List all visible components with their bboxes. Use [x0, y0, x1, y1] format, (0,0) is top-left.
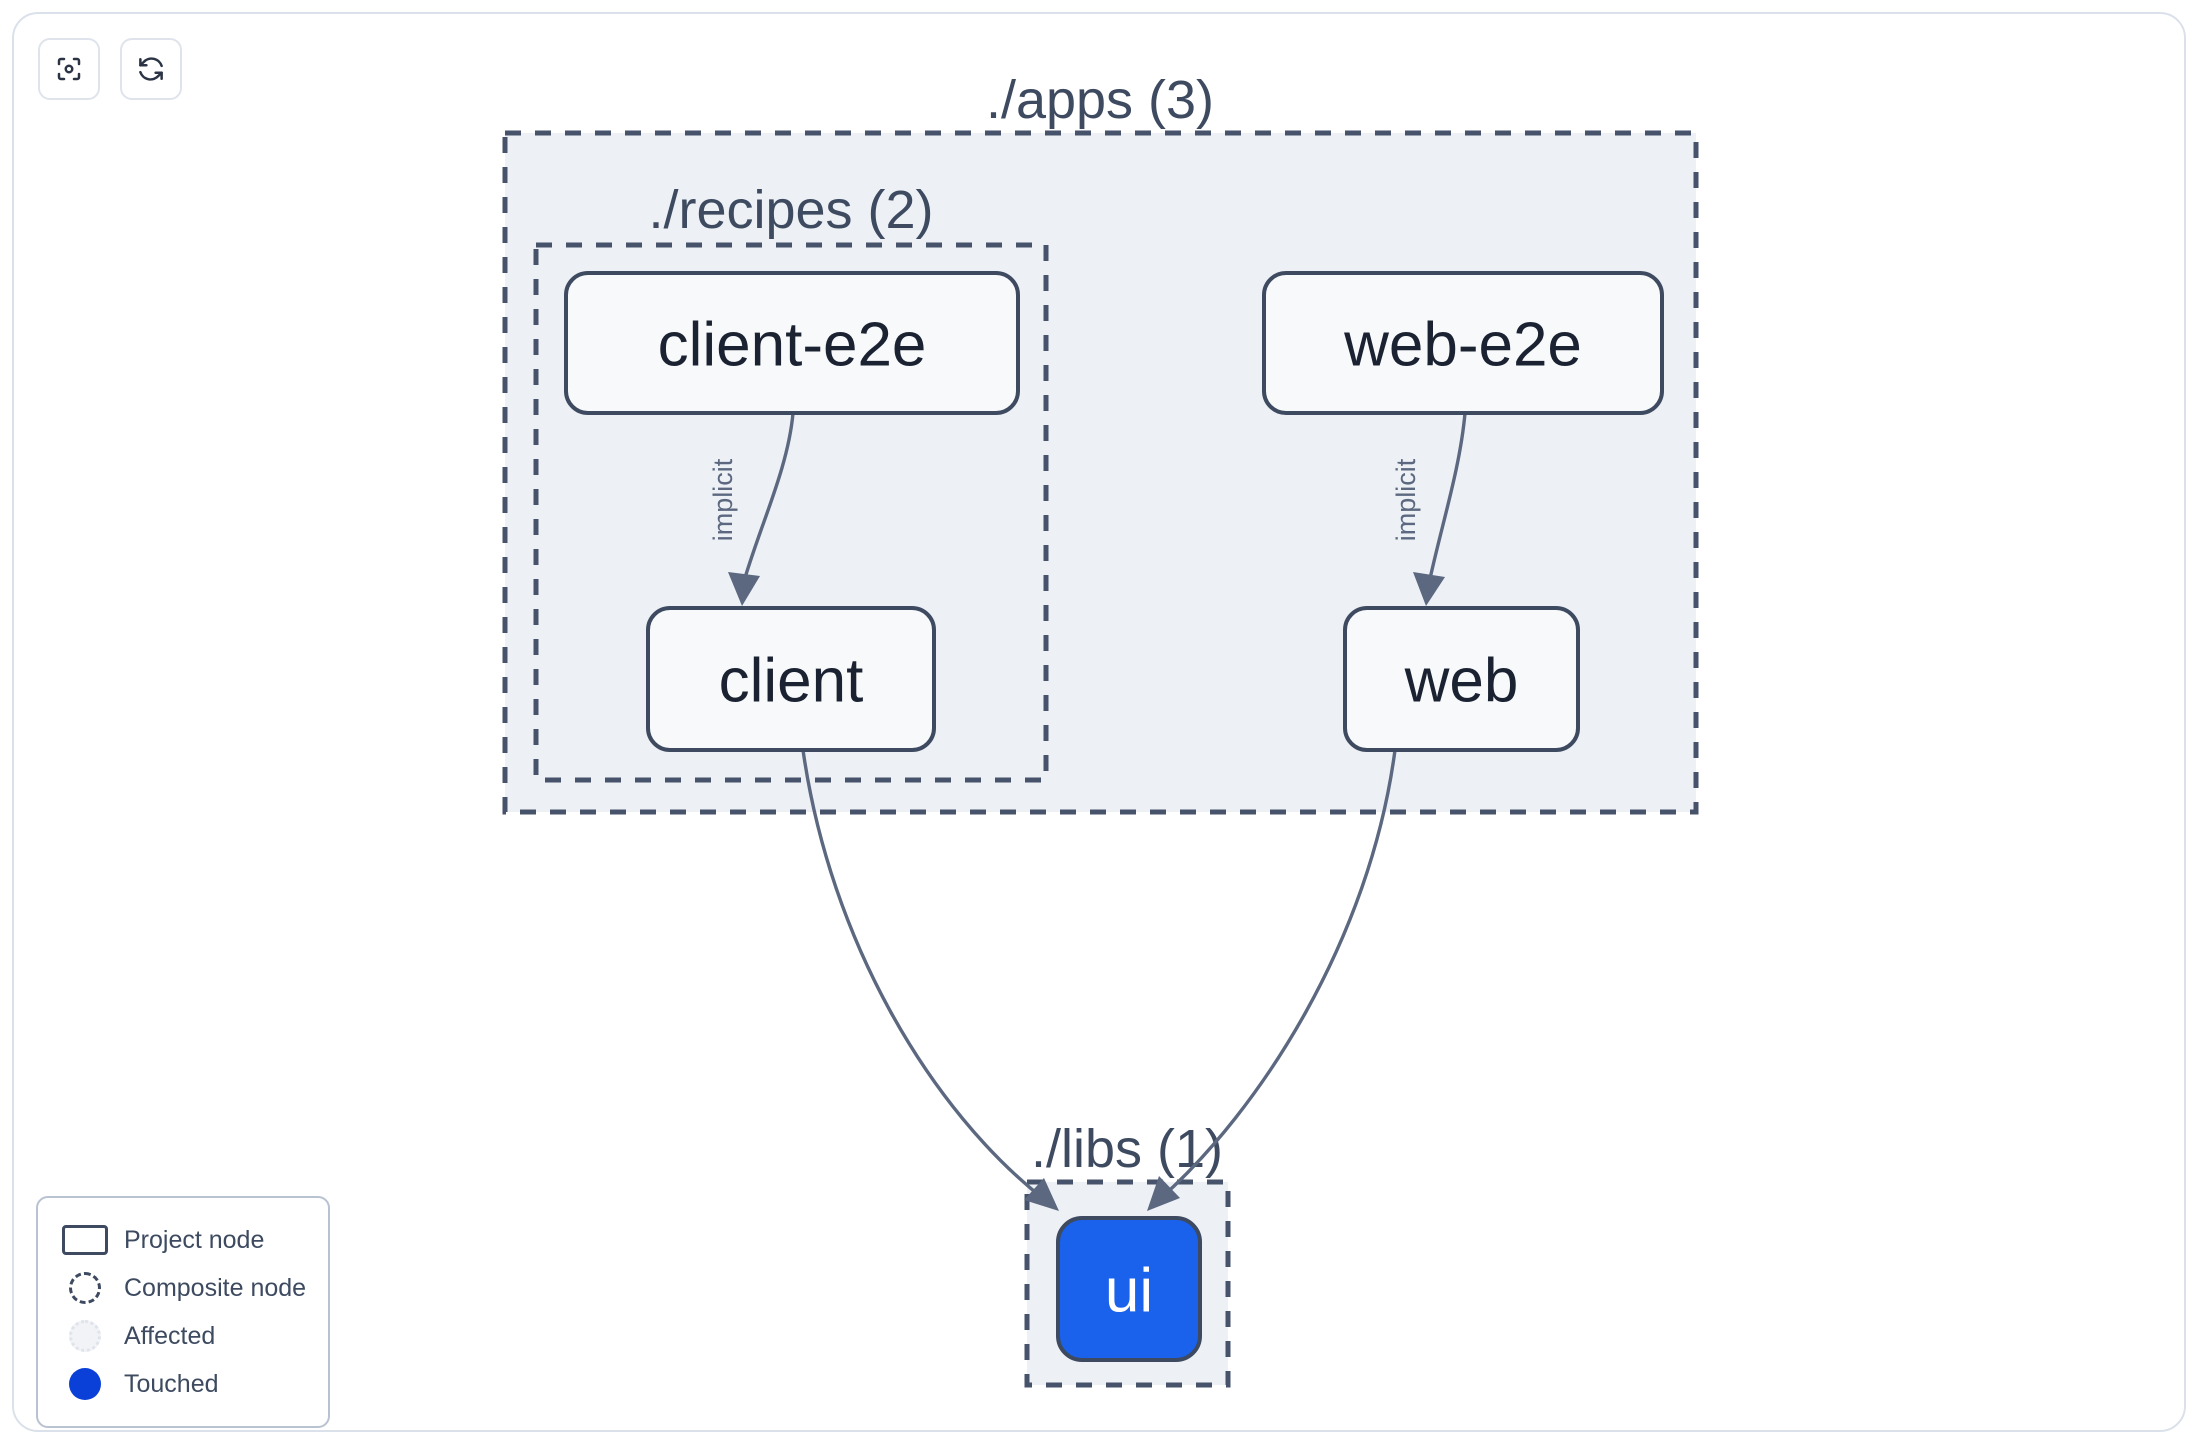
edge-path	[1158, 749, 1397, 1201]
node-client-e2e[interactable]: client-e2e	[564, 271, 1020, 415]
node-rect	[1056, 1216, 1202, 1362]
focus-target-icon	[54, 54, 84, 84]
refresh-icon	[136, 54, 166, 84]
edge-label-implicit: implicit	[708, 458, 738, 541]
legend-item-project-node: Project node	[60, 1216, 308, 1264]
edge-client-e2e-to-client[interactable]: implicit	[708, 412, 795, 606]
legend-item-affected: Affected	[60, 1312, 308, 1360]
edge-arrowhead	[1024, 1178, 1059, 1211]
node-rect	[1262, 271, 1664, 415]
node-rect	[646, 606, 936, 752]
touched-swatch	[60, 1367, 110, 1401]
graph-legend: Project node Composite node Affected Tou…	[36, 1196, 330, 1428]
edge-web-e2e-to-web[interactable]: implicit	[1391, 412, 1467, 606]
refresh-graph-button[interactable]	[120, 38, 182, 100]
edge-path	[740, 412, 795, 589]
edge-arrowhead	[1413, 572, 1445, 606]
edge-label-implicit: implicit	[1391, 458, 1421, 541]
focus-graph-button[interactable]	[38, 38, 100, 100]
legend-label: Touched	[124, 1369, 219, 1398]
edge-arrowhead	[728, 572, 760, 606]
legend-label: Project node	[124, 1225, 265, 1254]
node-rect	[1343, 606, 1580, 752]
legend-label: Composite node	[124, 1273, 307, 1302]
node-rect	[564, 271, 1020, 415]
project-node-swatch	[60, 1223, 110, 1257]
edge-arrowhead	[1147, 1176, 1180, 1211]
composite-node-swatch	[60, 1271, 110, 1305]
group-recipes-label: ./recipes (2)	[648, 180, 933, 240]
node-client[interactable]: client	[646, 606, 936, 752]
affected-swatch	[60, 1319, 110, 1353]
edge-path	[1426, 412, 1467, 589]
node-web[interactable]: web	[1343, 606, 1580, 752]
node-label: client	[719, 647, 864, 716]
legend-label: Affected	[124, 1321, 216, 1350]
edge-web-to-ui[interactable]	[1147, 749, 1397, 1211]
node-ui[interactable]: ui	[1056, 1216, 1202, 1362]
group-apps-label: ./apps (3)	[986, 70, 1214, 130]
node-label: client-e2e	[658, 311, 927, 380]
node-label: web-e2e	[1343, 311, 1582, 380]
edge-client-to-ui[interactable]	[801, 749, 1059, 1211]
node-web-e2e[interactable]: web-e2e	[1262, 271, 1664, 415]
node-label: web	[1404, 647, 1519, 716]
legend-item-touched: Touched	[60, 1360, 308, 1408]
group-libs-label: ./libs (1)	[1031, 1119, 1223, 1179]
node-label: ui	[1105, 1257, 1153, 1326]
graph-toolbar	[38, 38, 182, 100]
edge-path	[801, 749, 1047, 1202]
legend-item-composite-node: Composite node	[60, 1264, 308, 1312]
